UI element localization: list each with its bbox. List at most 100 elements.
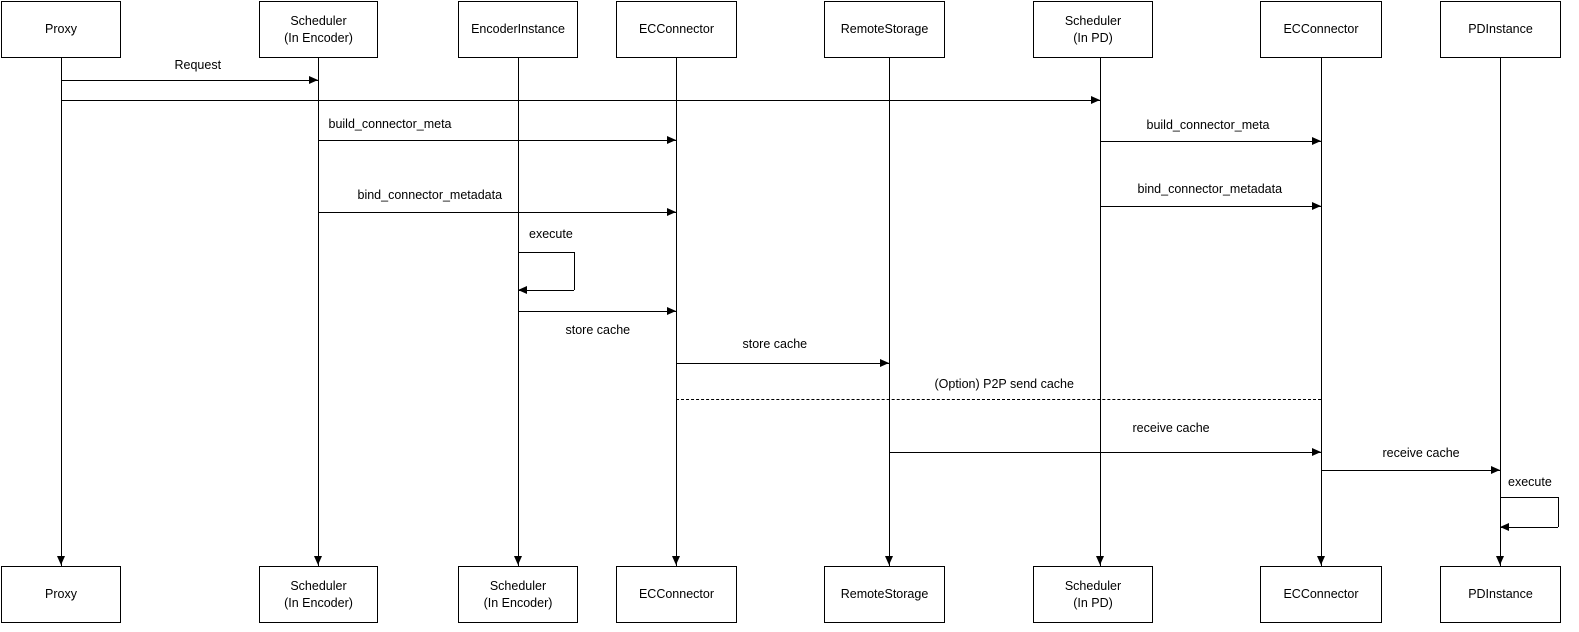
message-label-store-cache-remote: store cache	[742, 337, 808, 351]
participant-label-line2: (In Encoder)	[483, 595, 553, 610]
participant-box-top-ecconnector-1[interactable]: ECConnector	[616, 1, 737, 58]
participant-label-line1: ECConnector	[1283, 587, 1359, 602]
participant-box-top-proxy[interactable]: Proxy	[1, 1, 121, 58]
participant-box-top-pdinstance[interactable]: PDInstance	[1440, 1, 1561, 58]
lifeline-end-arrow-sched-pd	[1096, 556, 1104, 565]
selfloop-bottom-execute-pdinstance	[1500, 527, 1558, 528]
participant-label-sched-encoder: Scheduler (In Encoder)	[284, 578, 353, 612]
participant-label-encoder-inst: EncoderInstance	[471, 21, 565, 38]
selfloop-arrowhead-execute-pdinstance	[1500, 523, 1509, 531]
message-label-receive-cache-2: receive cache	[1382, 446, 1460, 460]
message-line-build-meta-right	[1100, 141, 1321, 142]
participant-label-line1: RemoteStorage	[840, 22, 929, 37]
participant-box-bottom-proxy[interactable]: Proxy	[1, 566, 121, 623]
participant-label-proxy: Proxy	[45, 21, 77, 38]
participant-label-pdinstance: PDInstance	[1468, 586, 1533, 603]
message-arrowhead-bind-meta-right	[1312, 202, 1321, 210]
participant-box-bottom-ecconnector-1[interactable]: ECConnector	[616, 566, 737, 623]
lifeline-end-arrow-encoder-inst	[514, 556, 522, 565]
selfloop-right-execute-pdinstance	[1558, 497, 1559, 527]
participant-box-bottom-encoder-inst[interactable]: Scheduler (In Encoder)	[458, 566, 578, 623]
participant-label-ecconnector-2: ECConnector	[1283, 21, 1358, 38]
participant-label-line1: ECConnector	[1283, 22, 1359, 37]
message-label-request: Request	[174, 58, 222, 72]
participant-box-bottom-sched-pd[interactable]: Scheduler (In PD)	[1033, 566, 1153, 623]
lifeline-sched-pd	[1100, 58, 1101, 566]
participant-box-top-ecconnector-2[interactable]: ECConnector	[1260, 1, 1382, 58]
participant-label-line2: (In PD)	[1073, 595, 1113, 610]
participant-label-sched-encoder: Scheduler (In Encoder)	[284, 13, 353, 47]
participant-label-line1: PDInstance	[1468, 22, 1533, 37]
participant-label-line2: (In Encoder)	[284, 30, 353, 45]
message-line-store-cache-left	[518, 311, 676, 312]
participant-box-top-sched-encoder[interactable]: Scheduler (In Encoder)	[259, 1, 378, 58]
lifeline-end-arrow-proxy	[57, 556, 65, 565]
selfloop-top-execute-encoder	[518, 252, 574, 253]
selfloop-label-execute-encoder: execute	[529, 227, 573, 241]
message-arrowhead-build-meta-right	[1312, 137, 1321, 145]
participant-label-line1: Scheduler	[1064, 578, 1122, 593]
participant-label-line1: Scheduler	[290, 13, 347, 28]
participant-box-bottom-ecconnector-2[interactable]: ECConnector	[1260, 566, 1382, 623]
participant-label-encoder-inst: Scheduler (In Encoder)	[484, 578, 553, 612]
message-label-bind-meta-left: bind_connector_metadata	[357, 188, 503, 202]
participant-label-line1: Scheduler	[1064, 13, 1122, 28]
participant-label-line1: PDInstance	[1468, 587, 1533, 602]
message-label-receive-cache-1: receive cache	[1132, 421, 1210, 435]
lifeline-ecconnector-2	[1321, 58, 1322, 566]
selfloop-bottom-execute-encoder	[518, 290, 574, 291]
lifeline-end-arrow-remotestorage	[885, 556, 893, 565]
message-arrowhead-bind-meta-left	[667, 208, 676, 216]
participant-label-line1: ECConnector	[638, 22, 715, 37]
message-arrowhead-store-cache-remote	[880, 359, 889, 367]
participant-label-sched-pd: Scheduler (In PD)	[1065, 13, 1121, 47]
participant-label-ecconnector-1: ECConnector	[639, 586, 714, 603]
message-label-bind-meta-right: bind_connector_metadata	[1137, 182, 1283, 196]
message-line-build-meta-left	[318, 140, 676, 141]
message-line-bind-meta-right	[1100, 206, 1321, 207]
participant-label-line1: Scheduler	[489, 578, 547, 593]
message-arrowhead-request	[309, 76, 318, 84]
participant-label-line1: ECConnector	[638, 587, 715, 602]
lifeline-remotestorage	[889, 58, 890, 566]
participant-box-bottom-pdinstance[interactable]: PDInstance	[1440, 566, 1561, 623]
participant-label-ecconnector-1: ECConnector	[639, 21, 714, 38]
message-label-build-meta-left: build_connector_meta	[328, 117, 452, 131]
participant-label-remotestorage: RemoteStorage	[841, 21, 929, 38]
participant-label-remotestorage: RemoteStorage	[841, 586, 929, 603]
message-label-build-meta-right: build_connector_meta	[1146, 118, 1270, 132]
participant-label-pdinstance: PDInstance	[1468, 21, 1533, 38]
message-line-bind-meta-left	[318, 212, 676, 213]
participant-label-line1: RemoteStorage	[840, 587, 929, 602]
participant-box-top-encoder-inst[interactable]: EncoderInstance	[458, 1, 578, 58]
lifeline-pdinstance	[1500, 58, 1501, 566]
lifeline-encoder-inst	[518, 58, 519, 566]
lifeline-end-arrow-ecconnector-1	[672, 556, 680, 565]
participant-label-line1: Scheduler	[290, 578, 347, 593]
lifeline-end-arrow-pdinstance	[1496, 556, 1504, 565]
message-line-receive-cache-2	[1321, 470, 1500, 471]
participant-label-ecconnector-2: ECConnector	[1283, 586, 1358, 603]
participant-label-line2: (In Encoder)	[284, 595, 353, 610]
participant-box-bottom-remotestorage[interactable]: RemoteStorage	[824, 566, 945, 623]
selfloop-top-execute-pdinstance	[1500, 497, 1558, 498]
lifeline-sched-encoder	[318, 58, 319, 566]
participant-label-sched-pd: Scheduler (In PD)	[1065, 578, 1121, 612]
message-line-proxy-to-sched-pd	[61, 100, 1100, 101]
message-label-p2p-send-cache: (Option) P2P send cache	[934, 377, 1074, 391]
participant-box-top-remotestorage[interactable]: RemoteStorage	[824, 1, 945, 58]
message-arrowhead-store-cache-left	[667, 307, 676, 315]
message-label-store-cache-left: store cache	[565, 323, 631, 337]
participant-label-line2: (In PD)	[1073, 30, 1113, 45]
participant-label-proxy: Proxy	[45, 586, 77, 603]
participant-box-bottom-sched-encoder[interactable]: Scheduler (In Encoder)	[259, 566, 378, 623]
message-arrowhead-build-meta-left	[667, 136, 676, 144]
message-line-store-cache-remote	[676, 363, 889, 364]
message-line-p2p-send-cache	[676, 399, 1321, 400]
lifeline-ecconnector-1	[676, 58, 677, 566]
participant-label-line1: Proxy	[45, 22, 77, 37]
message-arrowhead-proxy-to-sched-pd	[1091, 96, 1100, 104]
selfloop-right-execute-encoder	[574, 252, 575, 290]
participant-box-top-sched-pd[interactable]: Scheduler (In PD)	[1033, 1, 1153, 58]
